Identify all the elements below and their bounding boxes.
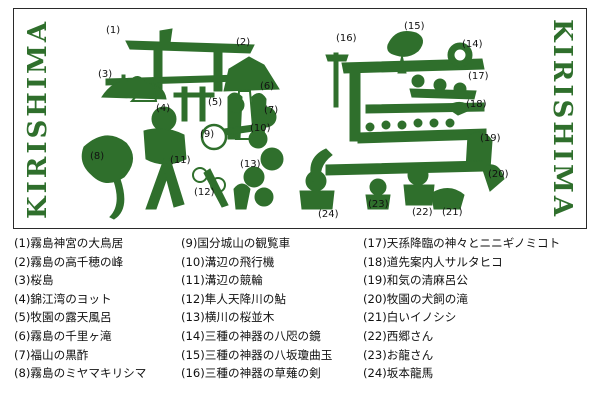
- legend-column-3: (17)天孫降臨の神々とニニギノミコト (18)道先案内人サルタヒコ (19)和…: [363, 234, 560, 383]
- legend-item: (17)天孫降臨の神々とニニギノミコト: [363, 236, 561, 250]
- marker-20: (20): [488, 169, 509, 180]
- marker-8: (8): [90, 151, 105, 162]
- marker-22: (22): [412, 207, 433, 218]
- legend-item: (11)溝辺の競輪: [181, 273, 263, 288]
- legend-item: (2)霧島の高千穂の峰: [14, 254, 124, 269]
- marker-10: (10): [250, 123, 271, 134]
- azalea-flower-icon: [81, 135, 133, 183]
- legend-item: (3)桜島: [14, 273, 54, 288]
- side-title-left: KIRISHIMA: [23, 19, 53, 219]
- legend-column-1: (1)霧島神宮の大鳥居 (2)霧島の高千穂の峰 (3)桜島 (4)錦江湾のヨット…: [14, 234, 146, 383]
- ferris-wheel-icon: [200, 123, 228, 151]
- marker-16: (16): [336, 33, 357, 44]
- side-title-right: KIRISHIMA: [547, 19, 577, 219]
- marker-19: (19): [480, 133, 501, 144]
- legend-item: (18)道先案内人サルタヒコ: [363, 254, 503, 269]
- marker-15: (15): [404, 21, 425, 32]
- legend-item: (14)三種の神器の八咫の鏡: [181, 328, 321, 343]
- legend-column-2: (9)国分城山の観覧車 (10)溝辺の飛行機 (11)溝辺の競輪 (12)隼人天…: [181, 234, 332, 383]
- legend-item: (4)錦江湾のヨット: [14, 291, 112, 306]
- oryo-figure: [369, 178, 387, 196]
- marker-13: (13): [240, 159, 261, 170]
- yacht-icon: [129, 76, 158, 102]
- legend-item: (9)国分城山の観覧車: [181, 236, 291, 250]
- legend-item: (6)霧島の千里ヶ滝: [14, 328, 112, 343]
- legend-item: (7)福山の黒酢: [14, 347, 89, 362]
- marker-14: (14): [462, 39, 483, 50]
- marker-6: (6): [260, 81, 275, 92]
- legend-item: (16)三種の神器の草薙の剣: [181, 366, 321, 381]
- vinegar-pot-icon: [255, 106, 277, 128]
- sarutahiko-mask-icon: [445, 102, 473, 116]
- legend-item: (19)和気の清麻呂公: [363, 273, 468, 288]
- legend-item: (24)坂本龍馬: [363, 366, 434, 381]
- kirishima-artwork: [81, 28, 505, 220]
- marker-24: (24): [318, 209, 339, 220]
- marker-12: (12): [194, 187, 215, 198]
- airplane-icon: [223, 124, 255, 136]
- waterfall-icon-2: [481, 164, 505, 192]
- marker-9: (9): [200, 129, 215, 140]
- marker-11: (11): [170, 155, 191, 166]
- legend-item: (13)横川の桜並木: [181, 310, 275, 325]
- marker-5: (5): [208, 97, 223, 108]
- legend-item: (22)西郷さん: [363, 328, 434, 343]
- marker-4: (4): [156, 103, 171, 114]
- magatama-icon: [387, 31, 423, 57]
- saigo-figure: [407, 164, 429, 186]
- legend-item: (1)霧島神宮の大鳥居: [14, 236, 124, 250]
- legend-item: (23)お龍さん: [363, 347, 434, 362]
- legend-item: (8)霧島のミヤマキリシマ: [14, 366, 147, 381]
- marker-21: (21): [442, 207, 463, 218]
- marker-17: (17): [468, 71, 489, 82]
- legend-item: (21)白いイノシシ: [363, 310, 457, 325]
- torii-pillar-right: [213, 50, 223, 92]
- legend-item: (10)溝辺の飛行機: [181, 254, 275, 269]
- marker-7: (7): [264, 105, 279, 116]
- legend-item: (5)牧園の露天風呂: [14, 310, 112, 325]
- legend-item: (15)三種の神器の八坂瓊曲玉: [181, 347, 333, 362]
- marker-23: (23): [368, 199, 389, 210]
- sakurajima-icon: [101, 76, 167, 100]
- kiri-character-art: [81, 28, 284, 220]
- white-boar-icon: [431, 188, 465, 210]
- sword-icon: [333, 52, 339, 108]
- ayu-fish-icon: [233, 183, 251, 210]
- legend-item: (12)隼人天降川の鮎: [181, 291, 286, 306]
- marker-3: (3): [98, 69, 113, 80]
- marker-2: (2): [236, 37, 251, 48]
- legend-item: (20)牧園の犬飼の滝: [363, 291, 468, 306]
- shima-character-art: [299, 31, 505, 210]
- deity-figure: [411, 74, 425, 88]
- marker-1: (1): [106, 25, 121, 36]
- marker-18: (18): [466, 99, 487, 110]
- banner-panel: KIRISHIMA KIRISHIMA (1) (2) (3) (4) (5) …: [13, 8, 587, 229]
- torii-gate-icon: [125, 40, 255, 54]
- mountain-icon: [223, 56, 280, 92]
